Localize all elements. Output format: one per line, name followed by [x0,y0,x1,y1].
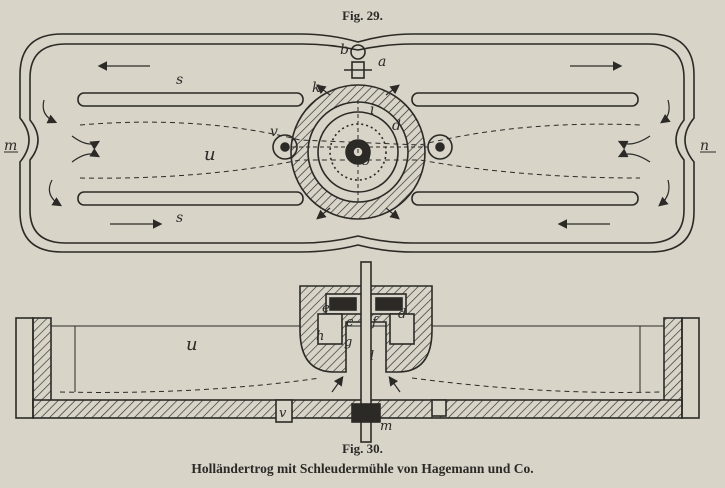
label-n: n [700,138,709,154]
label-c: c [346,315,354,330]
label-m: m [4,138,17,154]
trough-right-wall [663,317,683,407]
valve-wheel [350,44,366,60]
label-b: b [340,42,349,58]
partition-upper-right [411,92,639,107]
label-s-bottom: s [176,210,183,226]
partition-lower-left [77,191,304,206]
rotor-disc-left [329,297,357,311]
trough-outer-wall [19,33,695,253]
section-view [15,261,700,443]
floor-valve-left [275,399,293,423]
label-v-section: v [279,406,287,421]
rotor-disc-right [375,297,403,311]
label-i: i [370,102,374,118]
label-l: l [370,349,374,364]
label-a: a [378,54,386,70]
label-f: f [371,315,379,330]
drain-valve-left [272,134,298,160]
figure-30-label: Fig. 30. [342,441,383,456]
label-e: e [322,301,330,316]
figure-29-label: Fig. 29. [342,8,383,23]
label-d: d [392,118,401,134]
label-h: h [316,329,324,344]
partition-upper-left [77,92,304,107]
label-u: u [204,144,216,165]
label-g: g [362,150,371,166]
label-k: k [312,80,320,96]
figure-caption: Holländertrog mit Schleudermühle von Hag… [191,461,534,476]
shaft [360,261,372,443]
partition-lower-right [411,191,639,206]
trough-left-wall [32,317,52,407]
label-u-section: u [186,334,198,355]
trough-inner-wall [29,43,685,244]
label-m-section: m [380,419,392,434]
label-v: v [270,124,278,140]
label-g-section: g [344,335,352,350]
plan-view [19,33,695,253]
label-s-top: s [176,72,183,88]
shaft-bearing [351,403,381,423]
floor-valve-right [431,399,447,417]
label-d-section: d [398,307,406,322]
